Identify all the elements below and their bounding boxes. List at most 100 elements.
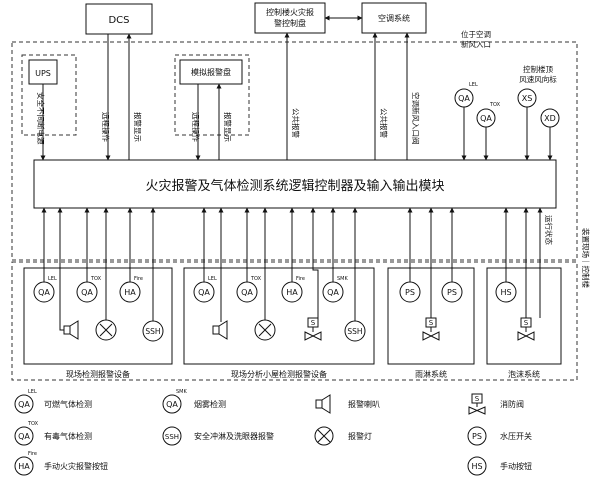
- g3-wires: [407, 207, 455, 318]
- g4-fire-valve: S: [517, 317, 535, 341]
- legend-lamp-symbol: [314, 426, 334, 446]
- svg-text:Fire: Fire: [296, 276, 305, 282]
- wind-speed-xs: XS: [517, 88, 537, 108]
- hvac-box: [361, 2, 427, 34]
- inlet-label-2: 新风入口: [461, 39, 491, 49]
- common-alarm-label-2: 公共报警: [379, 108, 389, 138]
- ups-power-label: 安全不间断电源: [36, 92, 46, 145]
- remote-op-label-2: 远程操作: [191, 112, 201, 142]
- fire-panel-label-2: 警控制盘: [274, 18, 306, 28]
- svg-text:XD: XD: [544, 114, 556, 123]
- alarm-display-label-2: 报警显示: [223, 112, 233, 142]
- legend-lel-label: 可燃气体检测: [44, 399, 92, 409]
- g1-lamp: [95, 319, 117, 341]
- legend-ps-label: 水压开关: [500, 431, 532, 441]
- svg-text:S: S: [524, 319, 529, 327]
- roof-label-2: 风速风向标: [519, 74, 557, 84]
- roof-label-1: 控制楼顶: [523, 64, 553, 74]
- svg-text:LEL: LEL: [48, 276, 57, 282]
- svg-text:QA: QA: [81, 288, 93, 297]
- svg-text:LEL: LEL: [28, 389, 37, 395]
- svg-text:PS: PS: [405, 288, 415, 297]
- g2-tox-detector: QA TOX: [236, 276, 262, 303]
- field-group-1-box: [23, 267, 173, 365]
- svg-text:HA: HA: [286, 288, 298, 297]
- field-group-2-box: [183, 267, 375, 365]
- dcs-label: DCS: [108, 15, 129, 26]
- svg-text:LEL: LEL: [469, 82, 478, 88]
- svg-text:SMK: SMK: [337, 276, 348, 282]
- legend-lamp-label: 报警灯: [348, 431, 372, 441]
- svg-text:SSH: SSH: [145, 327, 160, 336]
- svg-text:QA: QA: [480, 114, 492, 123]
- ups-frame: [21, 54, 77, 136]
- legend-smoke-label: 烟雾检测: [194, 399, 226, 409]
- svg-text:TOX: TOX: [90, 276, 102, 282]
- svg-text:QA: QA: [38, 288, 50, 297]
- g4-wires: [503, 207, 543, 318]
- legend-horn-label: 报警喇叭: [348, 399, 380, 409]
- svg-text:QA: QA: [327, 288, 339, 297]
- svg-text:HA: HA: [18, 462, 30, 471]
- ups-label: UPS: [35, 69, 51, 78]
- legend-fire-valve-label: 消防阀: [500, 399, 524, 409]
- g1-horn: [63, 320, 79, 340]
- svg-text:SSH: SSH: [165, 433, 179, 441]
- svg-text:QA: QA: [241, 288, 253, 297]
- svg-text:QA: QA: [198, 288, 210, 297]
- g1-ssh: SSH: [142, 320, 164, 342]
- legend-smoke-symbol: QA SMK: [162, 389, 187, 414]
- g1-tox-detector: QA TOX: [76, 276, 102, 303]
- g1-manual-alarm: HA Fire: [119, 276, 143, 303]
- g4-hand-button: HS: [495, 281, 517, 303]
- main-module-label: 火灾报警及气体检测系统逻辑控制器及输入输出模块: [145, 178, 444, 194]
- g2-lamp: [254, 319, 276, 341]
- g2-horn: [212, 320, 228, 340]
- svg-text:HS: HS: [500, 288, 511, 297]
- legend-ps-symbol: PS: [467, 426, 487, 446]
- g2-ssh: SSH: [344, 320, 366, 342]
- side-boundary-label: 装置现场｜控制楼: [581, 228, 591, 288]
- svg-text:S: S: [475, 395, 480, 403]
- svg-text:HS: HS: [471, 462, 482, 471]
- field-group-4-label: 泡沫系统: [508, 369, 540, 379]
- field-group-4-box: [486, 267, 562, 365]
- legend-lel-symbol: QA LEL: [14, 389, 37, 414]
- svg-text:PS: PS: [447, 288, 457, 297]
- alarm-display-label-1: 报警显示: [133, 112, 143, 142]
- legend-tox-symbol: QA TOX: [14, 421, 39, 446]
- g2-wires: [201, 207, 358, 322]
- svg-text:S: S: [311, 319, 316, 327]
- inlet-tox-detector: QA TOX: [476, 102, 501, 128]
- svg-text:SMK: SMK: [176, 389, 187, 395]
- remote-op-label-1: 远程操作: [101, 112, 111, 142]
- g2-manual-alarm: HA Fire: [281, 276, 305, 303]
- svg-text:Fire: Fire: [28, 451, 37, 457]
- dcs-box: [85, 3, 153, 35]
- legend-ssh-symbol: SSH: [162, 426, 182, 446]
- g1-lel-detector: QA LEL: [33, 276, 57, 303]
- analog-panel-frame: [174, 54, 250, 136]
- svg-text:QA: QA: [458, 94, 470, 103]
- common-alarm-label-1: 公共报警: [291, 108, 301, 138]
- svg-text:SSH: SSH: [347, 327, 362, 336]
- svg-text:S: S: [429, 319, 434, 327]
- analog-panel-box: [179, 59, 243, 85]
- svg-text:TOX: TOX: [250, 276, 262, 282]
- svg-text:QA: QA: [166, 400, 178, 409]
- field-frame: [11, 261, 578, 381]
- inlet-label-1: 位于空调: [461, 29, 491, 39]
- g2-fire-valve: S: [304, 317, 322, 341]
- svg-text:QA: QA: [18, 400, 30, 409]
- svg-text:QA: QA: [18, 432, 30, 441]
- control-building-frame: [11, 41, 578, 261]
- svg-text:LEL: LEL: [208, 276, 217, 282]
- legend-hs-symbol: HS: [467, 456, 487, 476]
- hvac-label: 空调系统: [378, 13, 410, 23]
- legend-ssh-label: 安全冲淋及洗眼器报警: [194, 431, 274, 441]
- wind-direction-xd: XD: [540, 108, 560, 128]
- legend-manual-alarm-symbol: HA Fire: [14, 451, 37, 476]
- g1-wires: [41, 207, 156, 331]
- fire-panel-label-1: 控制楼火灾报: [266, 7, 314, 17]
